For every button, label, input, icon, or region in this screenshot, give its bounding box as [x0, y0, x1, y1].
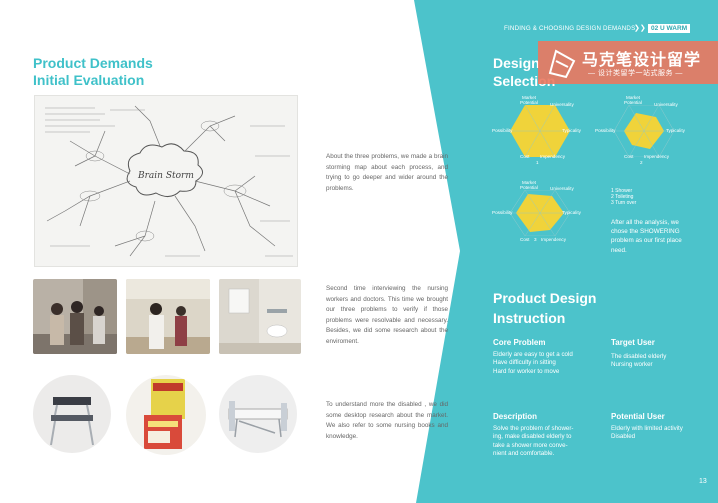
photo-bathroom-environment: [219, 279, 301, 354]
page-title-line2: Initial Evaluation: [33, 72, 145, 88]
radar1-label-potential: Potential: [520, 100, 538, 105]
radar3-label-universality: Universality: [550, 186, 574, 191]
text-line: Disabled: [611, 433, 636, 441]
radar-chart-1: [510, 105, 570, 157]
legend-item: 3 Turn over: [611, 200, 637, 206]
paragraph-brainstorm: About the three problems, we made a brai…: [326, 153, 448, 192]
target-user-text: The disabled elderly Nursing worker: [611, 353, 711, 370]
text-line: The disabled elderly: [611, 353, 667, 360]
legend-item: 1 Shower: [611, 188, 633, 194]
core-problem-text: Elderly are easy to get a cold Have diff…: [493, 351, 603, 376]
radar1-label-universality: Universality: [550, 102, 574, 107]
potential-user-text: Elderly with limited activity Disabled: [611, 425, 711, 442]
description-text: Solve the problem of shower- ing, make d…: [493, 425, 603, 458]
sketch-label: Brain Storm: [138, 171, 194, 181]
page-title: Product Demands Initial Evaluation: [33, 55, 153, 89]
radar3-label-possibility: Possibility: [492, 210, 513, 215]
text-line: Solve the problem of shower-: [493, 425, 574, 432]
photo-shower-chair: [33, 375, 111, 453]
radar3-label-cost: Cost: [520, 237, 530, 242]
text-line: Elderly are easy to get a cold: [493, 351, 573, 358]
radar2-label-cost: Cost: [624, 154, 634, 159]
radar2-label-potential: Potential: [624, 100, 642, 105]
watermark-main-text: 马克笔设计留学: [582, 52, 702, 69]
target-user-heading: Target User: [611, 338, 655, 347]
brainstorm-sketch-image: Brain Storm: [34, 95, 298, 267]
radar3-label-typicality: Typicality: [562, 210, 581, 215]
text-line: Elderly with limited activity: [611, 425, 683, 432]
radar3-label-potential: Potential: [520, 185, 538, 190]
pdi-title-line1: Product Design: [493, 290, 597, 306]
radar1-label-impendency: Impendency: [540, 154, 566, 159]
radar2-label-impendency: Impendency: [644, 154, 670, 159]
radar-chart-3: [510, 190, 570, 236]
radar3-number: 3: [534, 237, 537, 242]
radar3-label-market: Market: [522, 180, 537, 185]
legend-item: 2 Toileting: [611, 194, 634, 200]
radar2-label-universality: Universality: [654, 102, 678, 107]
photo-interview-2: [126, 279, 210, 354]
brainstorm-map-drawing: [45, 105, 293, 257]
section-header: FINDING & CHOOSING DESIGN DEMANDS: [504, 25, 636, 32]
text-line: ing, make disabled elderly to: [493, 433, 572, 441]
radar2-label-possibility: Possibility: [595, 128, 616, 133]
radar1-label-market: Market: [522, 95, 537, 100]
radar1-label-cost: Cost: [520, 154, 530, 159]
text-line: Have difficulty in sitting: [493, 359, 556, 367]
radar2-number: 2: [640, 160, 643, 165]
watermark-logo: 马克笔设计留学 — 设计类留学一站式服务 —: [538, 41, 718, 84]
radar3-label-impendency: Impendency: [541, 237, 567, 242]
chevron-right-icon: ❯❯: [634, 25, 646, 32]
potential-user-heading: Potential User: [611, 412, 665, 421]
photo-interview-1: [33, 279, 117, 354]
radar2-label-typicality: Typicality: [666, 128, 685, 133]
photo-nursing-books: [126, 375, 206, 455]
design-selection-line1: Design: [493, 55, 540, 71]
radar1-label-possibility: Possibility: [492, 128, 513, 133]
pdi-title-line2: Instruction: [493, 310, 566, 326]
text-line: Hard for worker to move: [493, 367, 560, 375]
text-line: take a shower more conve-: [493, 441, 568, 449]
marker-pen-icon: [548, 49, 576, 79]
analysis-conclusion: After all the analysis, we chose the SHO…: [611, 219, 682, 254]
watermark-sub-text: — 设计类留学一站式服务 —: [588, 70, 683, 77]
radar2-label-market: Market: [626, 95, 641, 100]
paragraph-desktop-research: To understand more the disabled , we did…: [326, 401, 448, 440]
page-number: 13: [699, 478, 707, 485]
core-problem-heading: Core Problem: [493, 338, 546, 347]
radar1-number: 1: [536, 160, 539, 165]
product-design-instruction-title: Product Design Instruction: [493, 288, 596, 328]
radar-chart-2: [614, 105, 674, 157]
text-line: Nursing worker: [611, 361, 653, 369]
photo-nursing-bed: [219, 375, 297, 453]
description-heading: Description: [493, 412, 538, 421]
radar1-label-typicality: Typicality: [562, 128, 581, 133]
paragraph-interview: Second time interviewing the nursing wor…: [326, 285, 448, 345]
text-line: nient and comfortable.: [493, 449, 555, 457]
page-title-line1: Product Demands: [33, 55, 153, 71]
section-tag: 02 U WARM: [648, 24, 691, 33]
